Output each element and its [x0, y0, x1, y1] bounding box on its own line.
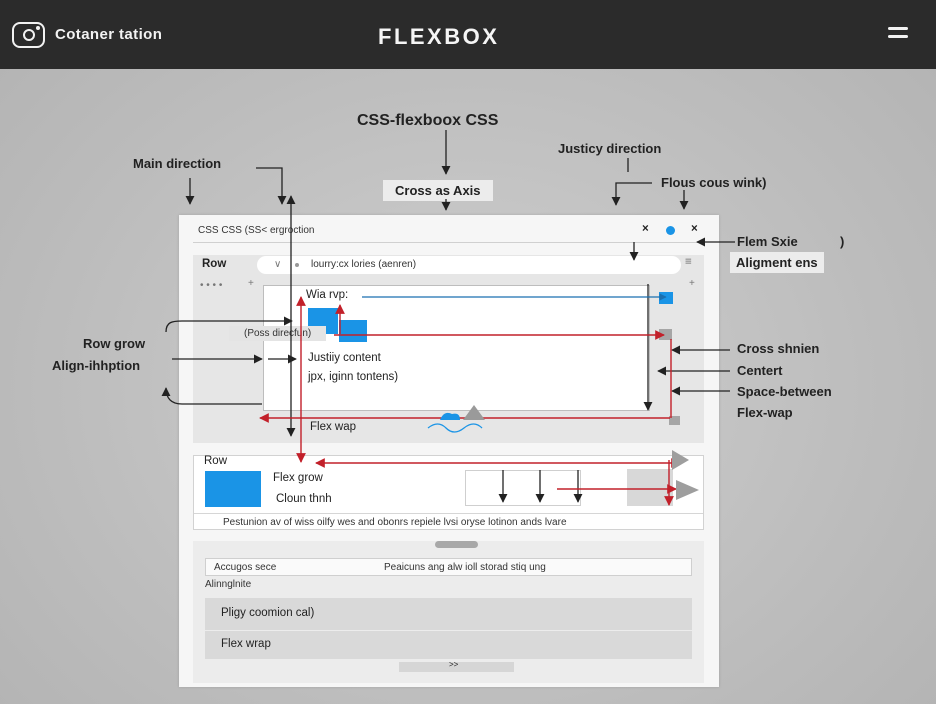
arrow-row-grow	[165, 316, 293, 333]
label-alignments: Aligment ens	[730, 252, 824, 273]
camera-icon[interactable]	[12, 22, 45, 48]
plus-icon[interactable]: +	[248, 278, 254, 289]
arrow-gray-triangle-icon-2	[676, 480, 699, 500]
label-wia-rvp: Wia rvp:	[306, 289, 349, 301]
label-align-inhption: Align-ihhption	[52, 358, 141, 373]
accessor-label: Accugos sece	[214, 562, 277, 573]
divider	[193, 242, 704, 243]
label-flem-paren: )	[840, 234, 845, 249]
wave-icon	[427, 423, 483, 433]
search-text: lourry:cx lories (aenren)	[311, 259, 417, 270]
arrow-row-grow-return	[161, 387, 262, 405]
gray-handle-icon-2	[669, 416, 680, 425]
label-main-direction: Main direction	[133, 156, 222, 171]
bullet-icon	[295, 263, 299, 267]
flex-item-blue-2	[339, 320, 367, 342]
label-alingnite: Alinnglnite	[205, 579, 252, 590]
label-justify-content: Justiiy content	[308, 352, 381, 364]
drag-handle[interactable]	[435, 541, 478, 548]
label-flex-grow: Flex grow	[273, 472, 323, 484]
top-bar: Cotaner tation FLEXBOX	[0, 0, 936, 69]
label-flex-wap: Flex-wap	[737, 405, 793, 420]
dots-handle[interactable]: • • • •	[200, 280, 223, 291]
flex-items-area	[263, 285, 650, 411]
triangle-icon	[463, 405, 485, 420]
app-title: FLEXBOX	[378, 24, 500, 49]
label-cross-shnien: Cross shnien	[737, 341, 820, 356]
diagram-heading: CSS-flexboox CSS	[357, 112, 499, 129]
label-cloun-thnh: Cloun thnh	[276, 493, 332, 505]
arrow-flous	[611, 182, 652, 206]
search-input[interactable]: ∨ lourry:cx lories (aenren)	[257, 256, 681, 274]
hamburger-menu-icon[interactable]	[888, 27, 908, 41]
divider-2	[194, 513, 703, 514]
option-flex-wrap-label: Flex wrap	[221, 638, 271, 650]
close-icon[interactable]: ×	[642, 223, 649, 235]
label-space-between: Space-between	[737, 384, 832, 399]
row-label: Row	[202, 258, 227, 270]
arrow-gray-triangle-icon	[672, 450, 689, 470]
accessor-row[interactable]: Accugos sece Peaicuns ang alw ioll stora…	[205, 558, 692, 576]
cloud-icon	[440, 412, 460, 420]
option-row-flex-wrap[interactable]: Flex wrap	[205, 631, 692, 659]
flexbox-panel: CSS CSS (SS< ergroction × × Row ∨ lourry…	[179, 215, 719, 687]
arrow-main-direction	[256, 167, 287, 205]
brand-name: Cotaner tation	[55, 26, 163, 43]
option-row-pligy[interactable]: Pligy coomion cal)	[205, 598, 692, 630]
label-flex-wap: Flex wap	[310, 421, 357, 433]
panel-title: CSS CSS (SS< ergroction	[198, 225, 315, 236]
close-icon-2[interactable]: ×	[691, 223, 698, 235]
gray-handle-icon	[659, 329, 672, 340]
menu-icon[interactable]: ≡	[685, 256, 692, 268]
more-label: >>	[449, 660, 459, 669]
label-jpx: jpx, iginn tontens)	[308, 371, 399, 383]
label-flous: Flous cous wink)	[661, 175, 767, 190]
label-row-grow: Row grow	[83, 336, 146, 351]
alignment-section: Accugos sece Peaicuns ang alw ioll stora…	[193, 541, 704, 683]
flex-grow-item	[205, 471, 261, 507]
more-button[interactable]: >>	[399, 660, 514, 672]
option-pligy-label: Pligy coomion cal)	[221, 607, 315, 619]
label-centert: Centert	[737, 363, 783, 378]
plus-icon-2[interactable]: +	[689, 278, 695, 289]
section-description: Pestunion av of wiss oilfy wes and obonr…	[223, 517, 567, 528]
label-cross-axis: Cross as Axis	[383, 180, 493, 201]
label-flem-size: Flem Sxie	[737, 234, 798, 249]
flex-column-box	[465, 470, 581, 506]
status-dot-icon	[666, 226, 675, 235]
row-label-2: Row	[204, 455, 228, 467]
label-justify-direction: Justicy direction	[558, 141, 662, 156]
accessor-value: Peaicuns ang alw ioll storad stiq ung	[384, 562, 546, 573]
chevron-down-icon: ∨	[274, 259, 282, 270]
